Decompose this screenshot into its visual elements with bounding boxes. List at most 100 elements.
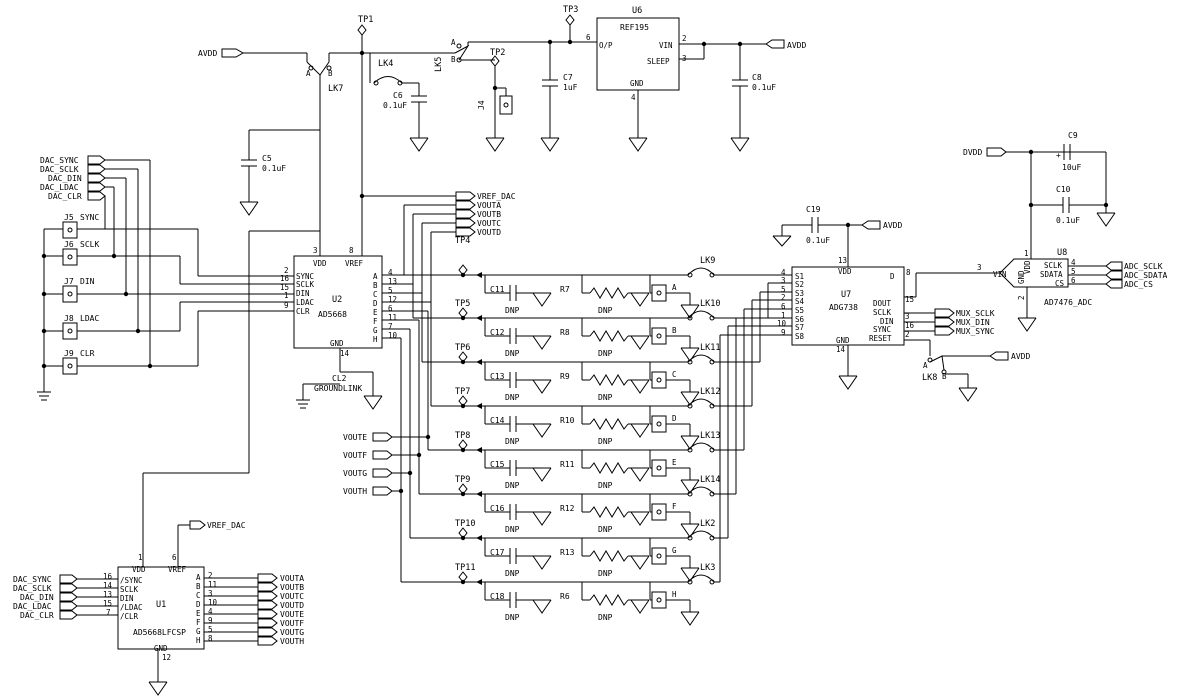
svg-text:J4: J4 — [477, 100, 486, 110]
dac-input-section: DAC_SYNC DAC_SCLK DAC_DIN DAC_LDAC DAC_C… — [37, 155, 294, 401]
channel-link[interactable]: LK10 — [687, 299, 720, 321]
svg-text:/CLR: /CLR — [120, 612, 139, 621]
link-label: LK13 — [700, 431, 720, 441]
link-arc — [687, 530, 715, 539]
svg-text:J8: J8 — [64, 314, 74, 323]
dnp-label: DNP — [598, 393, 613, 402]
svg-text:6: 6 — [586, 33, 591, 42]
svg-text:S5: S5 — [795, 306, 804, 315]
svg-text:CLR: CLR — [296, 307, 310, 316]
channel-link[interactable]: LK13 — [687, 431, 720, 453]
c8-capacitor: C8 0.1uF — [730, 41, 776, 152]
svg-text:C8: C8 — [752, 73, 762, 82]
channel-connector[interactable] — [651, 547, 667, 565]
svg-text:6: 6 — [1071, 276, 1076, 285]
svg-text:A: A — [306, 69, 311, 78]
ground-symbol — [630, 511, 650, 526]
svg-text:2: 2 — [208, 571, 213, 580]
svg-text:3: 3 — [905, 312, 910, 321]
lk7-link[interactable]: A B LK7 — [306, 53, 343, 255]
ground-symbol — [680, 567, 700, 582]
vout-flag — [257, 582, 278, 592]
arrow-marker — [476, 359, 482, 365]
channel-connector[interactable] — [651, 459, 667, 477]
top-power-section: AVDD A B LK7 TP1 LK4 — [198, 5, 806, 255]
svg-text:VOUTF: VOUTF — [343, 451, 367, 460]
svg-text:DIN: DIN — [880, 317, 894, 326]
svg-text:1: 1 — [781, 311, 786, 320]
channel-letter: A — [672, 283, 677, 292]
svg-text:GND: GND — [630, 79, 644, 88]
channel-connector[interactable] — [651, 591, 667, 609]
svg-text:14: 14 — [836, 345, 846, 354]
connector-pin — [656, 509, 662, 515]
svg-text:A: A — [923, 361, 928, 370]
c19-capacitor: C19 0.1uF AVDD — [772, 205, 902, 247]
channel-connector[interactable] — [651, 327, 667, 345]
ground-symbol — [630, 379, 650, 394]
channel-connector[interactable] — [651, 503, 667, 521]
svg-text:1: 1 — [284, 291, 289, 300]
svg-text:VOUTH: VOUTH — [343, 487, 367, 496]
svg-text:LDAC: LDAC — [296, 298, 314, 307]
svg-text:VOUTC: VOUTC — [477, 219, 501, 228]
channel-link[interactable]: LK14 — [687, 475, 720, 497]
svg-text:4: 4 — [1071, 258, 1076, 267]
resistor-ref: R6 — [560, 592, 570, 601]
svg-text:O/P: O/P — [599, 41, 613, 50]
svg-text:SCLK: SCLK — [873, 308, 892, 317]
svg-text:J7: J7 — [64, 277, 74, 286]
channel-link[interactable]: LK2 — [687, 519, 715, 541]
channel-letter: H — [672, 590, 677, 599]
lk5-link[interactable]: A B LK5 — [434, 38, 570, 72]
svg-text:VREF_DAC: VREF_DAC — [477, 192, 516, 201]
svg-text:C19: C19 — [806, 205, 821, 214]
vout-flag — [257, 573, 278, 583]
resistor-zigzag — [589, 594, 629, 606]
svg-text:0.1uF: 0.1uF — [752, 83, 776, 92]
ground-symbol — [680, 611, 700, 626]
dnp-label: DNP — [505, 349, 520, 358]
channel-connector[interactable] — [651, 284, 667, 302]
svg-text:VOUTE: VOUTE — [343, 433, 367, 442]
channel-connector[interactable] — [651, 371, 667, 389]
svg-text:14: 14 — [103, 581, 113, 590]
svg-text:7: 7 — [388, 322, 393, 331]
dnp-label: DNP — [505, 525, 520, 534]
channel-link[interactable]: LK3 — [687, 563, 715, 585]
lk8-link[interactable]: AVDD LK8 B A — [904, 339, 1030, 402]
svg-text:DAC_LDAC: DAC_LDAC — [40, 183, 79, 192]
channel-link[interactable]: LK12 — [687, 387, 720, 409]
channel-link[interactable]: LK9 — [687, 256, 715, 278]
link-label: LK12 — [700, 387, 720, 397]
ground-symbol — [532, 423, 552, 438]
lk4-link[interactable]: LK4 — [369, 53, 419, 86]
channel-link[interactable]: LK11 — [687, 343, 720, 365]
svg-text:S8: S8 — [795, 332, 805, 341]
svg-text:DAC_SYNC: DAC_SYNC — [40, 156, 79, 165]
svg-text:13: 13 — [838, 256, 847, 265]
svg-text:B: B — [373, 281, 378, 290]
svg-text:E: E — [196, 609, 201, 618]
channel-letter: E — [672, 458, 677, 467]
svg-text:DAC_SCLK: DAC_SCLK — [13, 584, 52, 593]
resistor-ref: R9 — [560, 372, 570, 381]
svg-text:U1: U1 — [156, 600, 166, 610]
svg-text:SYNC: SYNC — [873, 325, 891, 334]
svg-text:VREF: VREF — [168, 565, 187, 574]
svg-text:VDD: VDD — [313, 259, 327, 268]
j4-jumper[interactable] — [499, 95, 513, 115]
u1-left-flags: DAC_SYNC DAC_SCLK DAC_DIN DAC_LDAC DAC_C… — [13, 574, 118, 620]
channel-connector[interactable] — [651, 415, 667, 433]
capacitor-ref: C13 — [490, 372, 505, 381]
ground-symbol — [630, 555, 650, 570]
svg-text:1: 1 — [1024, 249, 1029, 258]
resistor-zigzag — [589, 462, 629, 474]
